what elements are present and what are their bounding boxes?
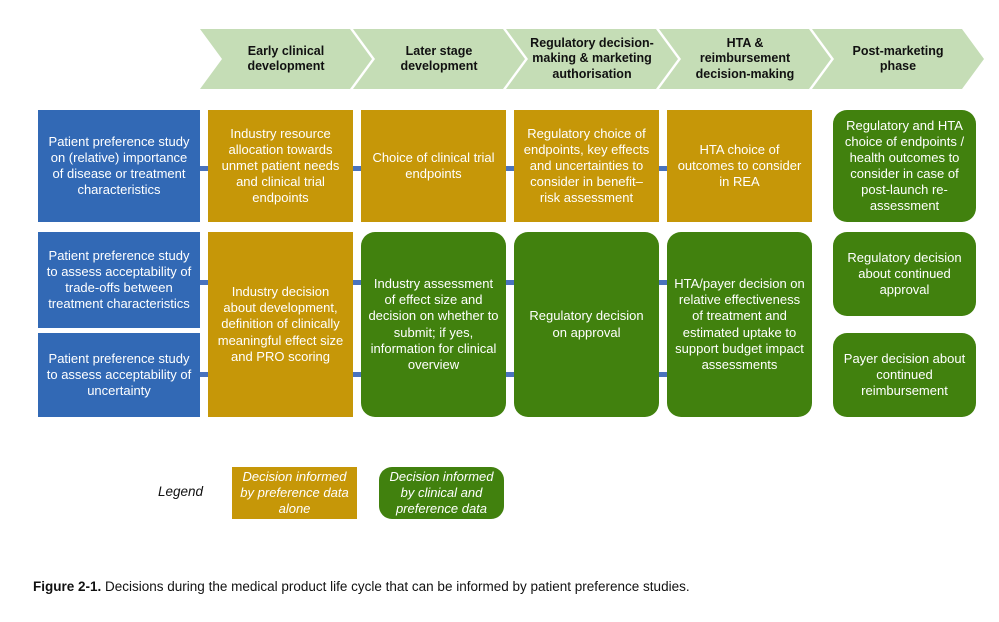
connector-row2-col4-col5-bottom	[652, 372, 674, 377]
box-text: Payer decision about continued reimburse…	[843, 350, 966, 399]
figure-caption-label: Figure 2-1.	[33, 579, 102, 594]
box-text: Industry resource allocation towards unm…	[221, 125, 340, 206]
phase-chevron-label: Regulatory decision-making & marketing a…	[530, 36, 654, 81]
row1-box-industry-resource-allocation: Industry resource allocation towards unm…	[208, 110, 353, 222]
legend-label: Legend	[158, 484, 204, 499]
box-text: Patient preference study to assess accep…	[46, 247, 192, 312]
box-text: Choice of clinical trial endpoints	[372, 149, 495, 181]
phase-chevron-label: Later stage development	[400, 43, 478, 73]
box-text: HTA choice of outcomes to consider in RE…	[677, 141, 802, 190]
row1-box-choice-of-clinical-trial-endpoints: Choice of clinical trial endpoints	[361, 110, 506, 222]
connector-row2-col2-col3-bottom	[346, 372, 368, 377]
connector-row1-col2-col3	[346, 166, 368, 171]
phase-chevron-label: Post-marketing phase	[852, 43, 944, 73]
row2-box-industry-assessment-effect-size: Industry assessment of effect size and d…	[361, 232, 506, 417]
figure-caption-text: Decisions during the medical product lif…	[101, 579, 690, 594]
legend-item-clinical-and-preference-data: Decision informed by clinical and prefer…	[379, 467, 504, 519]
connector-row2-col2-col3-top	[346, 280, 368, 285]
row2-box-patient-preference-tradeoffs: Patient preference study to assess accep…	[38, 232, 200, 328]
phase-chevron-later-stage-development: Later stage development	[353, 29, 525, 89]
row1-box-hta-choice-of-outcomes: HTA choice of outcomes to consider in RE…	[667, 110, 812, 222]
connector-row2-col1a-col2	[193, 280, 215, 285]
box-text: HTA/payer decision on relative effective…	[674, 276, 805, 372]
phase-chevron-early-clinical-development: Early clinical development	[200, 29, 372, 89]
box-text: Regulatory and HTA choice of endpoints /…	[844, 117, 965, 214]
box-text: Industry decision about development, def…	[217, 284, 344, 364]
row1-box-regulatory-hta-choice-post-launch: Regulatory and HTA choice of endpoints /…	[833, 110, 976, 222]
row2-box-regulatory-decision-approval: Regulatory decision on approval	[514, 232, 659, 417]
connector-row2-col3-col4-top	[499, 280, 521, 285]
row2-box-regulatory-decision-continued-approval: Regulatory decision about continued appr…	[833, 232, 976, 316]
row2-box-industry-decision-development: Industry decision about development, def…	[208, 232, 353, 417]
row1-box-patient-preference-importance: Patient preference study on (relative) i…	[38, 110, 200, 222]
connector-row2-col1b-col2	[193, 372, 215, 377]
phase-chevron-hta-reimbursement: HTA & reimbursement decision-making	[659, 29, 831, 89]
legend-item-preference-data-alone: Decision informed by preference data alo…	[232, 467, 357, 519]
box-text: Patient preference study to assess accep…	[46, 350, 192, 399]
row2-box-patient-preference-uncertainty: Patient preference study to assess accep…	[38, 333, 200, 417]
phase-chevron-post-marketing-phase: Post-marketing phase	[812, 29, 984, 89]
box-text: Regulatory choice of endpoints, key effe…	[523, 125, 650, 206]
box-text: Regulatory decision about continued appr…	[847, 249, 962, 298]
phase-chevron-label: HTA & reimbursement decision-making	[695, 36, 795, 81]
figure-caption: Figure 2-1. Decisions during the medical…	[33, 578, 973, 596]
phase-chevron-regulatory-decision-making: Regulatory decision-making & marketing a…	[506, 29, 678, 89]
row2-box-hta-payer-decision-relative-effectiveness: HTA/payer decision on relative effective…	[667, 232, 812, 417]
row1-box-regulatory-choice-of-endpoints: Regulatory choice of endpoints, key effe…	[514, 110, 659, 222]
connector-row2-col4-col5-top	[652, 280, 674, 285]
box-text: Industry assessment of effect size and d…	[368, 276, 499, 372]
connector-row1-col4-col5	[652, 166, 674, 171]
legend-item-text: Decision informed by clinical and prefer…	[389, 468, 494, 517]
box-text: Patient preference study on (relative) i…	[48, 133, 190, 198]
connector-row1-col3-col4	[499, 166, 521, 171]
row2-box-payer-decision-continued-reimbursement: Payer decision about continued reimburse…	[833, 333, 976, 417]
phase-chevron-label: Early clinical development	[247, 43, 325, 73]
connector-row2-col3-col4-bottom	[499, 372, 521, 377]
connector-row1-col1-col2	[193, 166, 215, 171]
legend-item-text: Decision informed by preference data alo…	[240, 468, 349, 517]
box-text: Regulatory decision on approval	[529, 308, 644, 340]
